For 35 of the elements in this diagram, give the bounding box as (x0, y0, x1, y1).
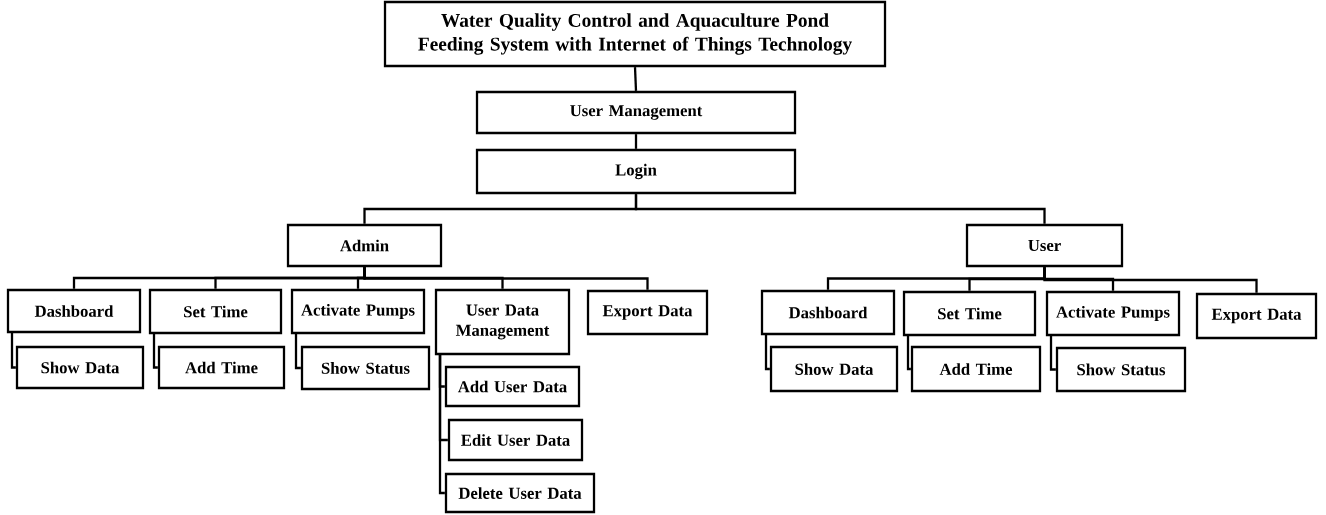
menu-box: Dashboard (6, 288, 142, 334)
menu-box: Water Quality Control and Aquaculture Pond Feeding System with Internet of Things Technology (383, 0, 887, 68)
menu-box: User (965, 223, 1124, 268)
menu-box: Login (475, 148, 797, 195)
connector-line (152, 333, 158, 369)
connector-line (363, 267, 649, 290)
connector-line (294, 333, 301, 370)
menu-box: Show Data (769, 345, 899, 393)
menu-box: User Data Management (434, 288, 571, 356)
connector-line (764, 334, 770, 371)
connector-line (10, 332, 16, 369)
menu-box: Edit User Data (447, 418, 584, 462)
connector-line (634, 194, 1046, 224)
menu-box: Delete User Data (444, 472, 596, 514)
connector-line (438, 354, 445, 495)
menu-box: Set Time (148, 288, 283, 335)
menu-box: Add User Data (444, 365, 581, 408)
menu-box: Add Time (910, 345, 1042, 393)
menu-box: Show Status (300, 345, 431, 391)
connector-line (906, 335, 911, 371)
menu-box: Dashboard (760, 289, 896, 336)
menu-box: Set Time (902, 290, 1037, 337)
menu-box: Activate Pumps (290, 288, 426, 335)
menu-box: Add Time (157, 345, 286, 390)
menu-box: Admin (286, 223, 443, 268)
menu-box: Export Data (1195, 292, 1318, 340)
menu-box: User Management (475, 90, 797, 135)
connector-line (633, 67, 638, 91)
menu-box: Export Data (586, 289, 709, 336)
connector-line (634, 134, 638, 149)
connector-line (1043, 267, 1258, 293)
connector-line (1049, 335, 1056, 371)
menu-box: Activate Pumps (1045, 290, 1181, 337)
menu-box: Show Data (15, 345, 145, 390)
menu-box: Show Status (1055, 346, 1187, 393)
